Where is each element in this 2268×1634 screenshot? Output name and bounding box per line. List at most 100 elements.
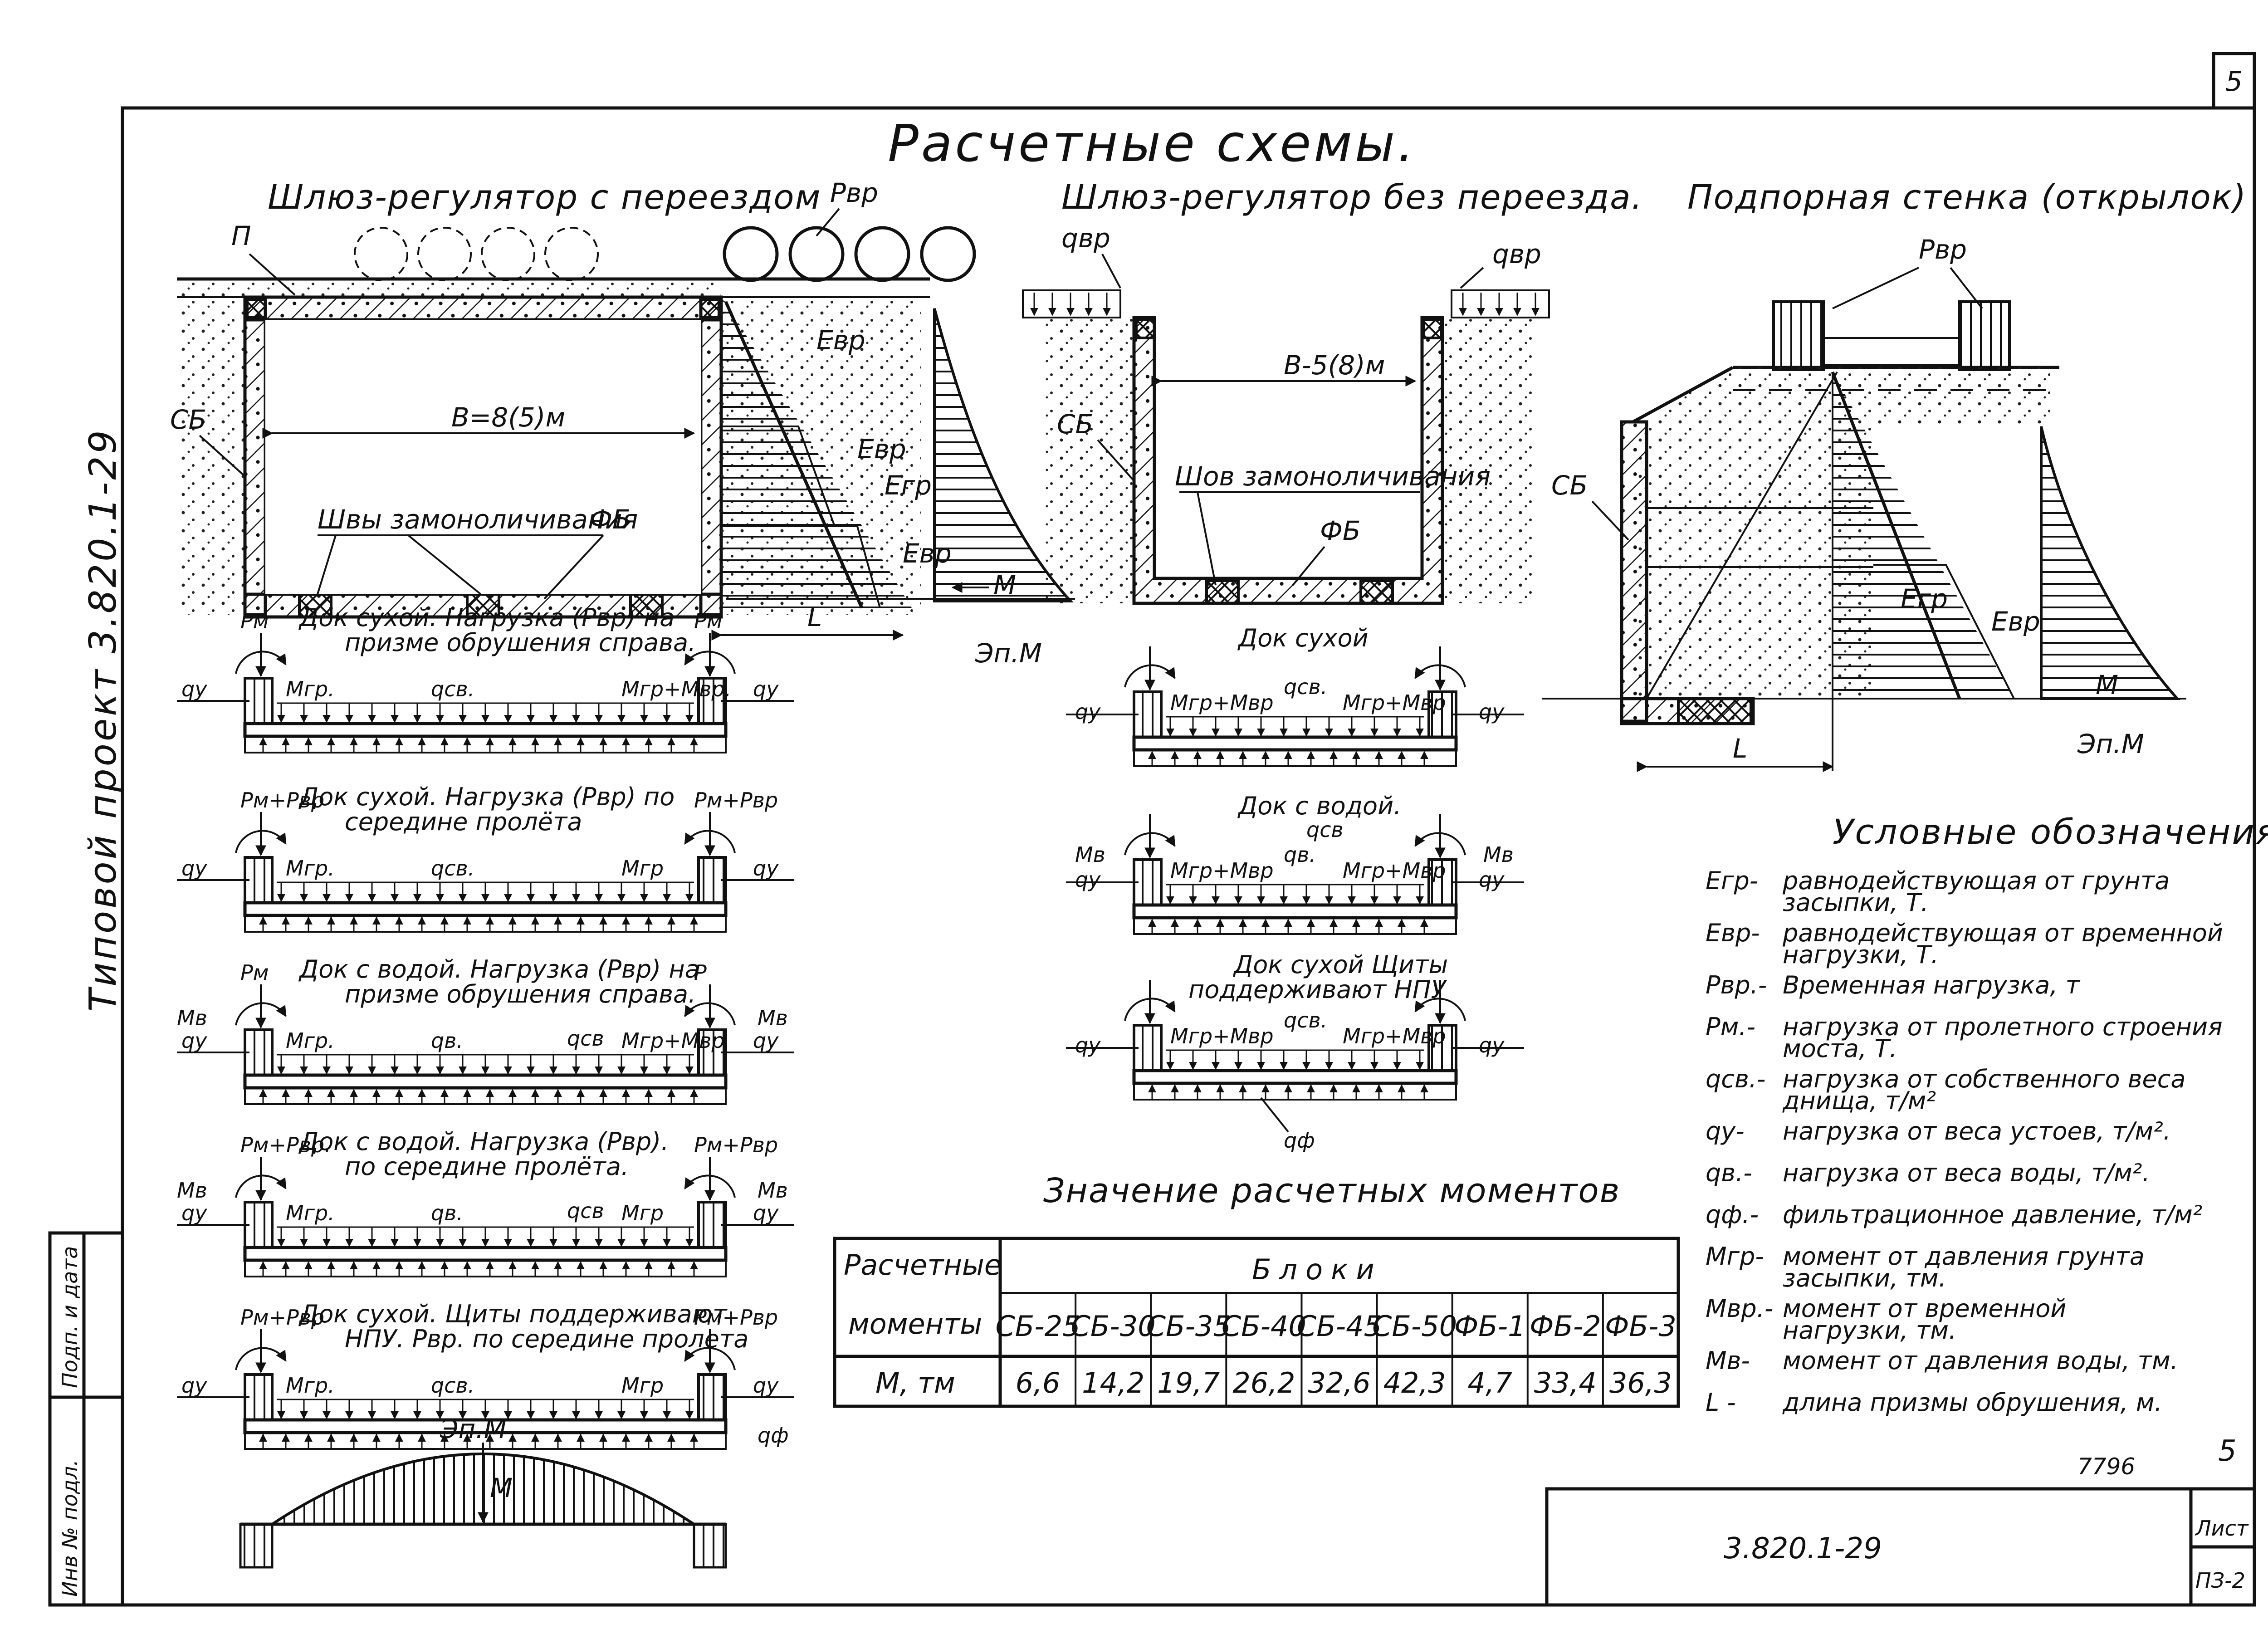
left-qy: qу: [1075, 1033, 1101, 1057]
right-qy: qу: [1479, 1033, 1505, 1057]
bottom-page: 5: [2218, 1434, 2237, 1468]
moments-table-title: Значение расчетных моментов: [1043, 1171, 1620, 1210]
table-row-label: М, тм: [875, 1366, 955, 1399]
bottom-epure-m: М: [490, 1473, 513, 1503]
legend-symbol: Рвр.-: [1706, 971, 1767, 999]
legend-item: L - длина призмы обрушения, м.: [1706, 1388, 2162, 1417]
scheme2-width: В-5(8)м: [1284, 350, 1385, 381]
mid-load: qсв.: [1284, 675, 1327, 699]
mid-load: qсв.: [431, 856, 474, 881]
left-mb: Мв: [1075, 842, 1105, 867]
right-mb: Мв: [758, 1006, 788, 1030]
frame: [48, 52, 2256, 1607]
legend-text: Временная нагрузка, т: [1783, 971, 2081, 999]
right-moment: Мгр: [621, 1201, 664, 1225]
right-qy: qу: [753, 1028, 779, 1053]
left-qy: qу: [181, 677, 207, 701]
case-caption-line-1: Док сухой. Нагрузка (Рвр) по: [298, 783, 675, 811]
table-cell: 4,7: [1467, 1366, 1512, 1399]
case-caption-line-1: Док с водой. Нагрузка (Рвр).: [298, 1127, 669, 1156]
right-point-load: Рм+Рвр: [694, 788, 778, 812]
scheme1-pvr: Рвр: [830, 177, 878, 208]
table-row-header-2: моменты: [848, 1307, 982, 1340]
mid-load: qв.: [431, 1201, 463, 1225]
scheme1-width: В=8(5)м: [451, 402, 565, 433]
right-point-load: Рм: [694, 609, 722, 633]
corner-page-number: 5: [2225, 66, 2243, 98]
legend-text: момент от давления грунта: [1783, 1242, 2145, 1271]
left-qy: qу: [181, 1028, 207, 1053]
left-moment: Мгр+Мвр: [1170, 690, 1274, 715]
table-col-header: СБ-45: [1297, 1310, 1382, 1343]
legend-item: qв.-нагрузка от веса воды, т/м².: [1706, 1159, 2150, 1187]
legend-symbol: qу-: [1706, 1117, 1745, 1145]
table-cell: 6,6: [1016, 1366, 1061, 1399]
table-cell: 42,3: [1383, 1366, 1446, 1399]
right-moment: Мгр+Мвр: [1343, 858, 1446, 883]
bottom-epure-label: Эп.М: [440, 1414, 507, 1444]
legend-symbol: Евр-: [1706, 919, 1760, 947]
filtration-load: qф: [1284, 1128, 1315, 1153]
mid-load: qсв.: [431, 1373, 474, 1398]
legend-item: Евр-равнодействующая от временнойнагрузк…: [1706, 919, 2223, 969]
legend-text: равнодействующая от временной: [1782, 919, 2223, 947]
table-col-header: СБ-25: [996, 1310, 1080, 1343]
table-cell: 36,3: [1609, 1366, 1672, 1399]
mid-load-2: qсв: [1306, 817, 1344, 842]
case-caption-line-2: по середине пролёта.: [345, 1152, 629, 1181]
legend-text: длина призмы обрушения, м.: [1782, 1388, 2162, 1417]
table-col-header: ФБ-1: [1454, 1310, 1526, 1343]
mid-load-2: qсв: [567, 1026, 604, 1051]
scheme1-egr: Егр: [885, 470, 932, 501]
right-moment: Мгр: [621, 856, 664, 881]
scheme3-epure: Эп.М: [2077, 729, 2144, 759]
mid-case-caption-1: Док сухой Щиты: [1233, 950, 1448, 979]
legend: Условные обозначения Егр-равнодействующа…: [1706, 812, 2268, 1417]
legend-symbol: Мгр-: [1706, 1242, 1764, 1271]
left-qy: qу: [181, 1373, 207, 1398]
table-col-header: СБ-35: [1146, 1310, 1231, 1343]
legend-symbol: Егр-: [1706, 866, 1758, 895]
table-col-header: СБ-30: [1071, 1310, 1156, 1343]
moments-table: Значение расчетных моментов Расчетные мо…: [833, 1171, 1680, 1408]
scheme1-p: П: [231, 220, 251, 251]
legend-text: нагрузка от собственного веса: [1783, 1065, 2186, 1093]
scheme-without-crossing: Шлюз-регулятор без переезда. qвр qвр В-5…: [1022, 178, 1642, 605]
right-moment: Мгр: [621, 1373, 664, 1398]
right-mb: Мв: [758, 1178, 788, 1203]
sheet-number: ПЗ-2: [2195, 1568, 2245, 1593]
mid-load: qв.: [1284, 842, 1316, 867]
page-title: Расчетные схемы.: [888, 114, 1417, 173]
legend-item: qсв.-нагрузка от собственного весаднища,…: [1706, 1065, 2186, 1115]
legend-text: нагрузка от пролетного строения: [1783, 1013, 2223, 1041]
legend-title: Условные обозначения: [1833, 812, 2268, 852]
legend-symbol: L -: [1706, 1388, 1736, 1417]
right-qy: qу: [1479, 867, 1505, 892]
scheme3-evr: Евр: [1991, 606, 2040, 637]
legend-text: нагрузки, Т.: [1783, 940, 1939, 969]
legend-text: момент от давления воды, тм.: [1783, 1346, 2178, 1375]
scheme1-sb: СБ: [170, 404, 206, 435]
mid-load-2: qсв: [567, 1199, 604, 1223]
bottom-moment-epure: Эп.М М: [239, 1414, 727, 1569]
mid-load: qсв.: [1284, 1008, 1327, 1032]
right-mb: Мв: [1483, 842, 1514, 867]
mid-load: qсв.: [431, 677, 474, 701]
scheme-retaining-wall-title: Подпорная стенка (открылок): [1687, 178, 2247, 217]
left-qy: qу: [1075, 867, 1101, 892]
right-qy: qу: [1479, 700, 1505, 724]
left-point-load: Рм: [240, 609, 269, 633]
left-point-load: Рм+Рвр.: [240, 1133, 331, 1157]
scheme2-sb: СБ: [1057, 409, 1093, 440]
case-caption-line-1: Док с водой. Нагрузка (Рвр) на: [298, 955, 700, 983]
legend-symbol: qв.-: [1706, 1159, 1752, 1187]
table-col-header: СБ-40: [1222, 1310, 1306, 1343]
left-moment: Мгр.: [286, 677, 335, 701]
table-cell: 32,6: [1308, 1366, 1370, 1399]
scheme2-joint: Шов замоноличивания: [1175, 461, 1491, 492]
table-row-header-1: Расчетные: [844, 1248, 1002, 1282]
mid-case-caption: Док сухой: [1237, 624, 1369, 652]
